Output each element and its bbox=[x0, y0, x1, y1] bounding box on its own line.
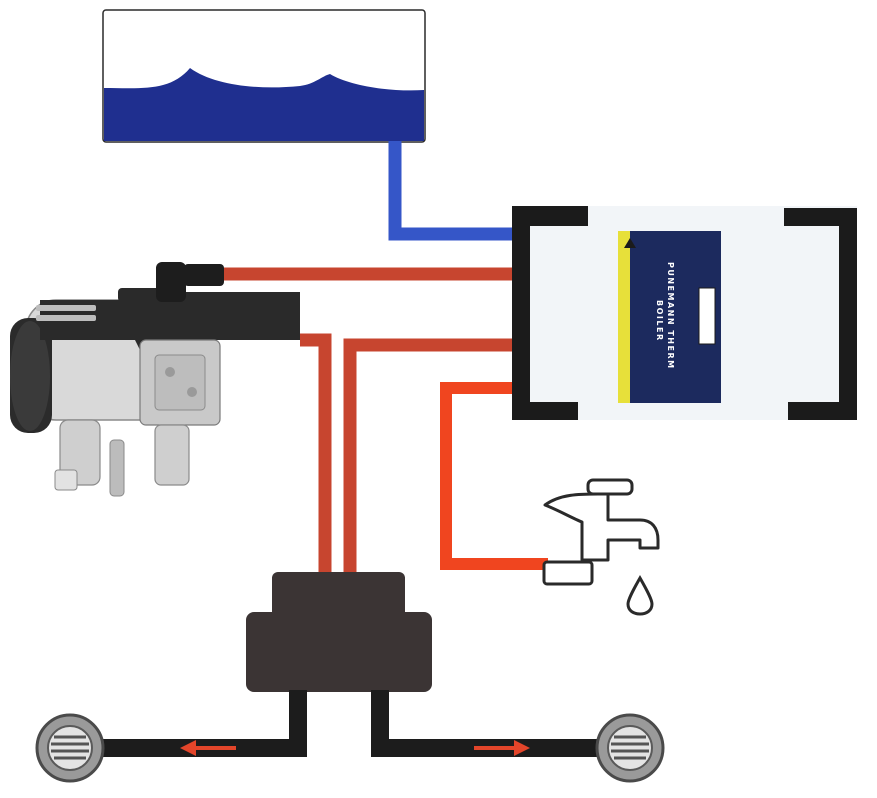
cold-water-pipe bbox=[388, 141, 515, 241]
air-ducts bbox=[80, 690, 630, 757]
water-boiler-icon: PUNEMANN THERM BOILER bbox=[512, 206, 857, 420]
air-vent-icon bbox=[35, 713, 105, 783]
diesel-heater-icon bbox=[10, 262, 300, 497]
water-tank-icon bbox=[102, 9, 426, 143]
right-flow-arrow bbox=[474, 740, 530, 756]
hot-water-pipe bbox=[440, 382, 548, 570]
boiler-label-line1: PUNEMANN THERM bbox=[666, 262, 675, 370]
coolant-pipes bbox=[220, 267, 515, 582]
left-flow-arrow bbox=[180, 740, 236, 756]
water-drop-icon bbox=[626, 574, 654, 616]
boiler-label-line2: BOILER bbox=[655, 300, 664, 342]
water-surface bbox=[104, 68, 424, 141]
air-distributor-icon bbox=[246, 572, 432, 692]
air-vent-icon bbox=[595, 713, 665, 783]
faucet-icon bbox=[542, 478, 660, 586]
